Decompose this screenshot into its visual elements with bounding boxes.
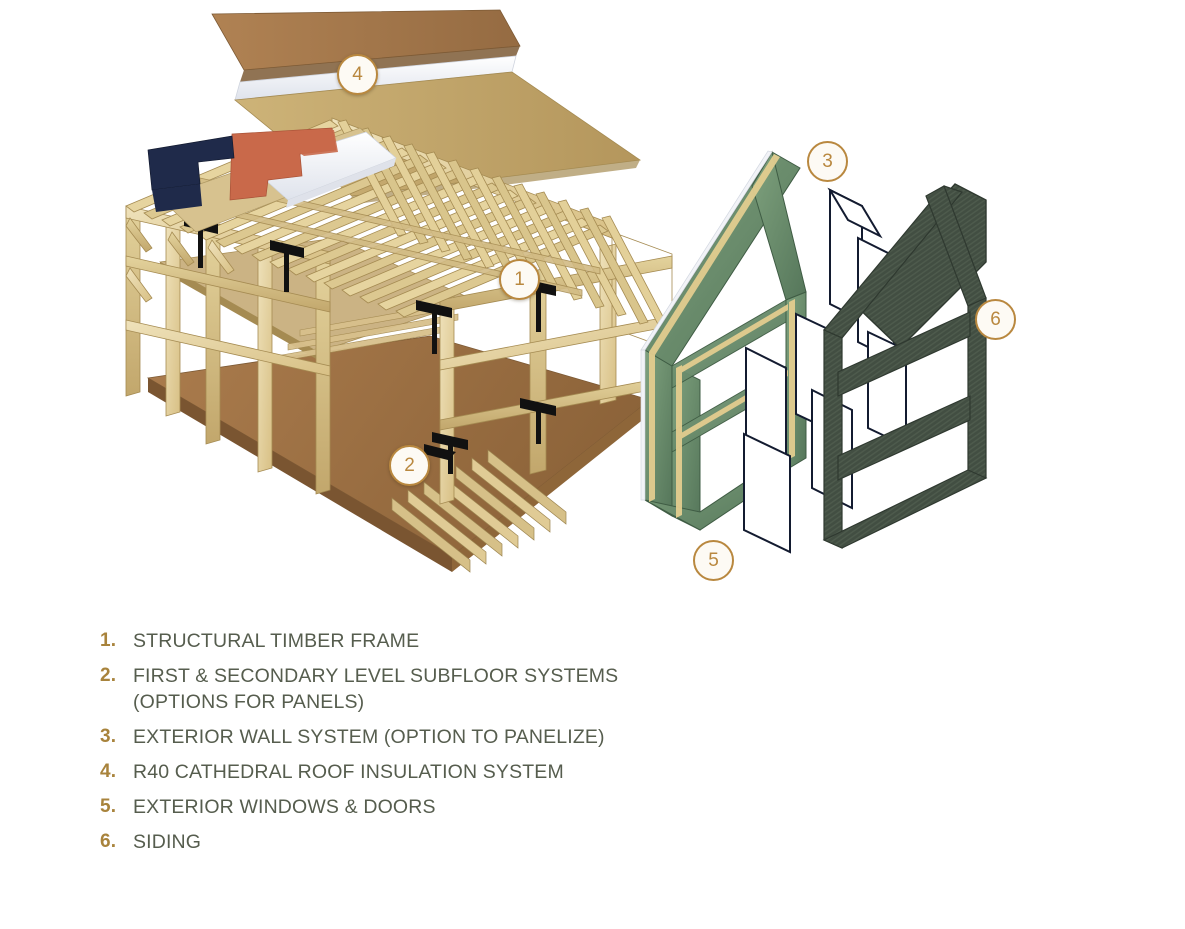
legend-item-2: 2. FIRST & SECONDARY LEVEL SUBFLOOR SYST… [100, 663, 860, 715]
timber-beam [439, 315, 673, 371]
door-unit [743, 432, 791, 554]
timber-beam [125, 319, 331, 377]
illustration-svg [125, 9, 988, 573]
timber-brace [125, 267, 153, 303]
callout-marker-4[interactable]: 4 [337, 54, 378, 95]
legend-item-5: 5. EXTERIOR WINDOWS & DOORS [100, 794, 860, 820]
legend-label: STRUCTURAL TIMBER FRAME [133, 630, 420, 652]
legend-number: 1. [100, 630, 117, 651]
roof-layers-on-frame-group [147, 127, 397, 233]
siding-strips [822, 185, 988, 549]
legend-label: R40 CATHEDRAL ROOF INSULATION SYSTEM [133, 761, 564, 783]
callout-marker-2[interactable]: 2 [389, 445, 430, 486]
window-gable-head [827, 187, 883, 239]
legend-item-1: 1. STRUCTURAL TIMBER FRAME [100, 628, 860, 654]
roof-shingles-lower [152, 184, 202, 212]
legend-item-3: 3. EXTERIOR WALL SYSTEM (OPTION TO PANEL… [100, 724, 860, 750]
legend-number: 6. [100, 831, 117, 852]
timber-brace [125, 217, 153, 253]
legend-label: EXTERIOR WALL SYSTEM (OPTION TO PANELIZE… [133, 726, 605, 748]
legend-number: 4. [100, 761, 117, 782]
second-level-deck-edge [160, 262, 318, 360]
legend-label: EXTERIOR WINDOWS & DOORS [133, 796, 436, 818]
subfloor-deck-surface [146, 335, 651, 557]
timber-beam [125, 255, 331, 313]
legend-number: 2. [100, 665, 117, 686]
legend-item-4: 4. R40 CATHEDRAL ROOF INSULATION SYSTEM [100, 759, 860, 785]
roof-rigid-foam-edge [286, 158, 396, 208]
legend-number: 5. [100, 796, 117, 817]
roof-panel-osb-edge [240, 46, 520, 82]
callout-marker-6[interactable]: 6 [975, 299, 1016, 340]
subfloor-deck-edge-left [148, 378, 452, 572]
legend-label: FIRST & SECONDARY LEVEL SUBFLOOR SYSTEMS… [133, 665, 619, 713]
callout-marker-1[interactable]: 1 [499, 259, 540, 300]
roof-underlayment-patch [272, 130, 338, 156]
systems-legend-list: 1. STRUCTURAL TIMBER FRAME 2. FIRST & SE… [100, 628, 860, 864]
siding-panel-group [822, 183, 988, 549]
legend-label: SIDING [133, 831, 202, 853]
legend-number: 3. [100, 726, 117, 747]
exterior-wall-system-group [640, 150, 807, 531]
callout-marker-3[interactable]: 3 [807, 141, 848, 182]
callout-marker-5[interactable]: 5 [693, 540, 734, 581]
wall-panel-sheathing-edge-left [640, 349, 646, 501]
legend-item-6: 6. SIDING [100, 829, 860, 855]
exploded-building-illustration [125, 9, 988, 573]
timber-brace [207, 239, 235, 275]
timber-brace [167, 231, 195, 267]
